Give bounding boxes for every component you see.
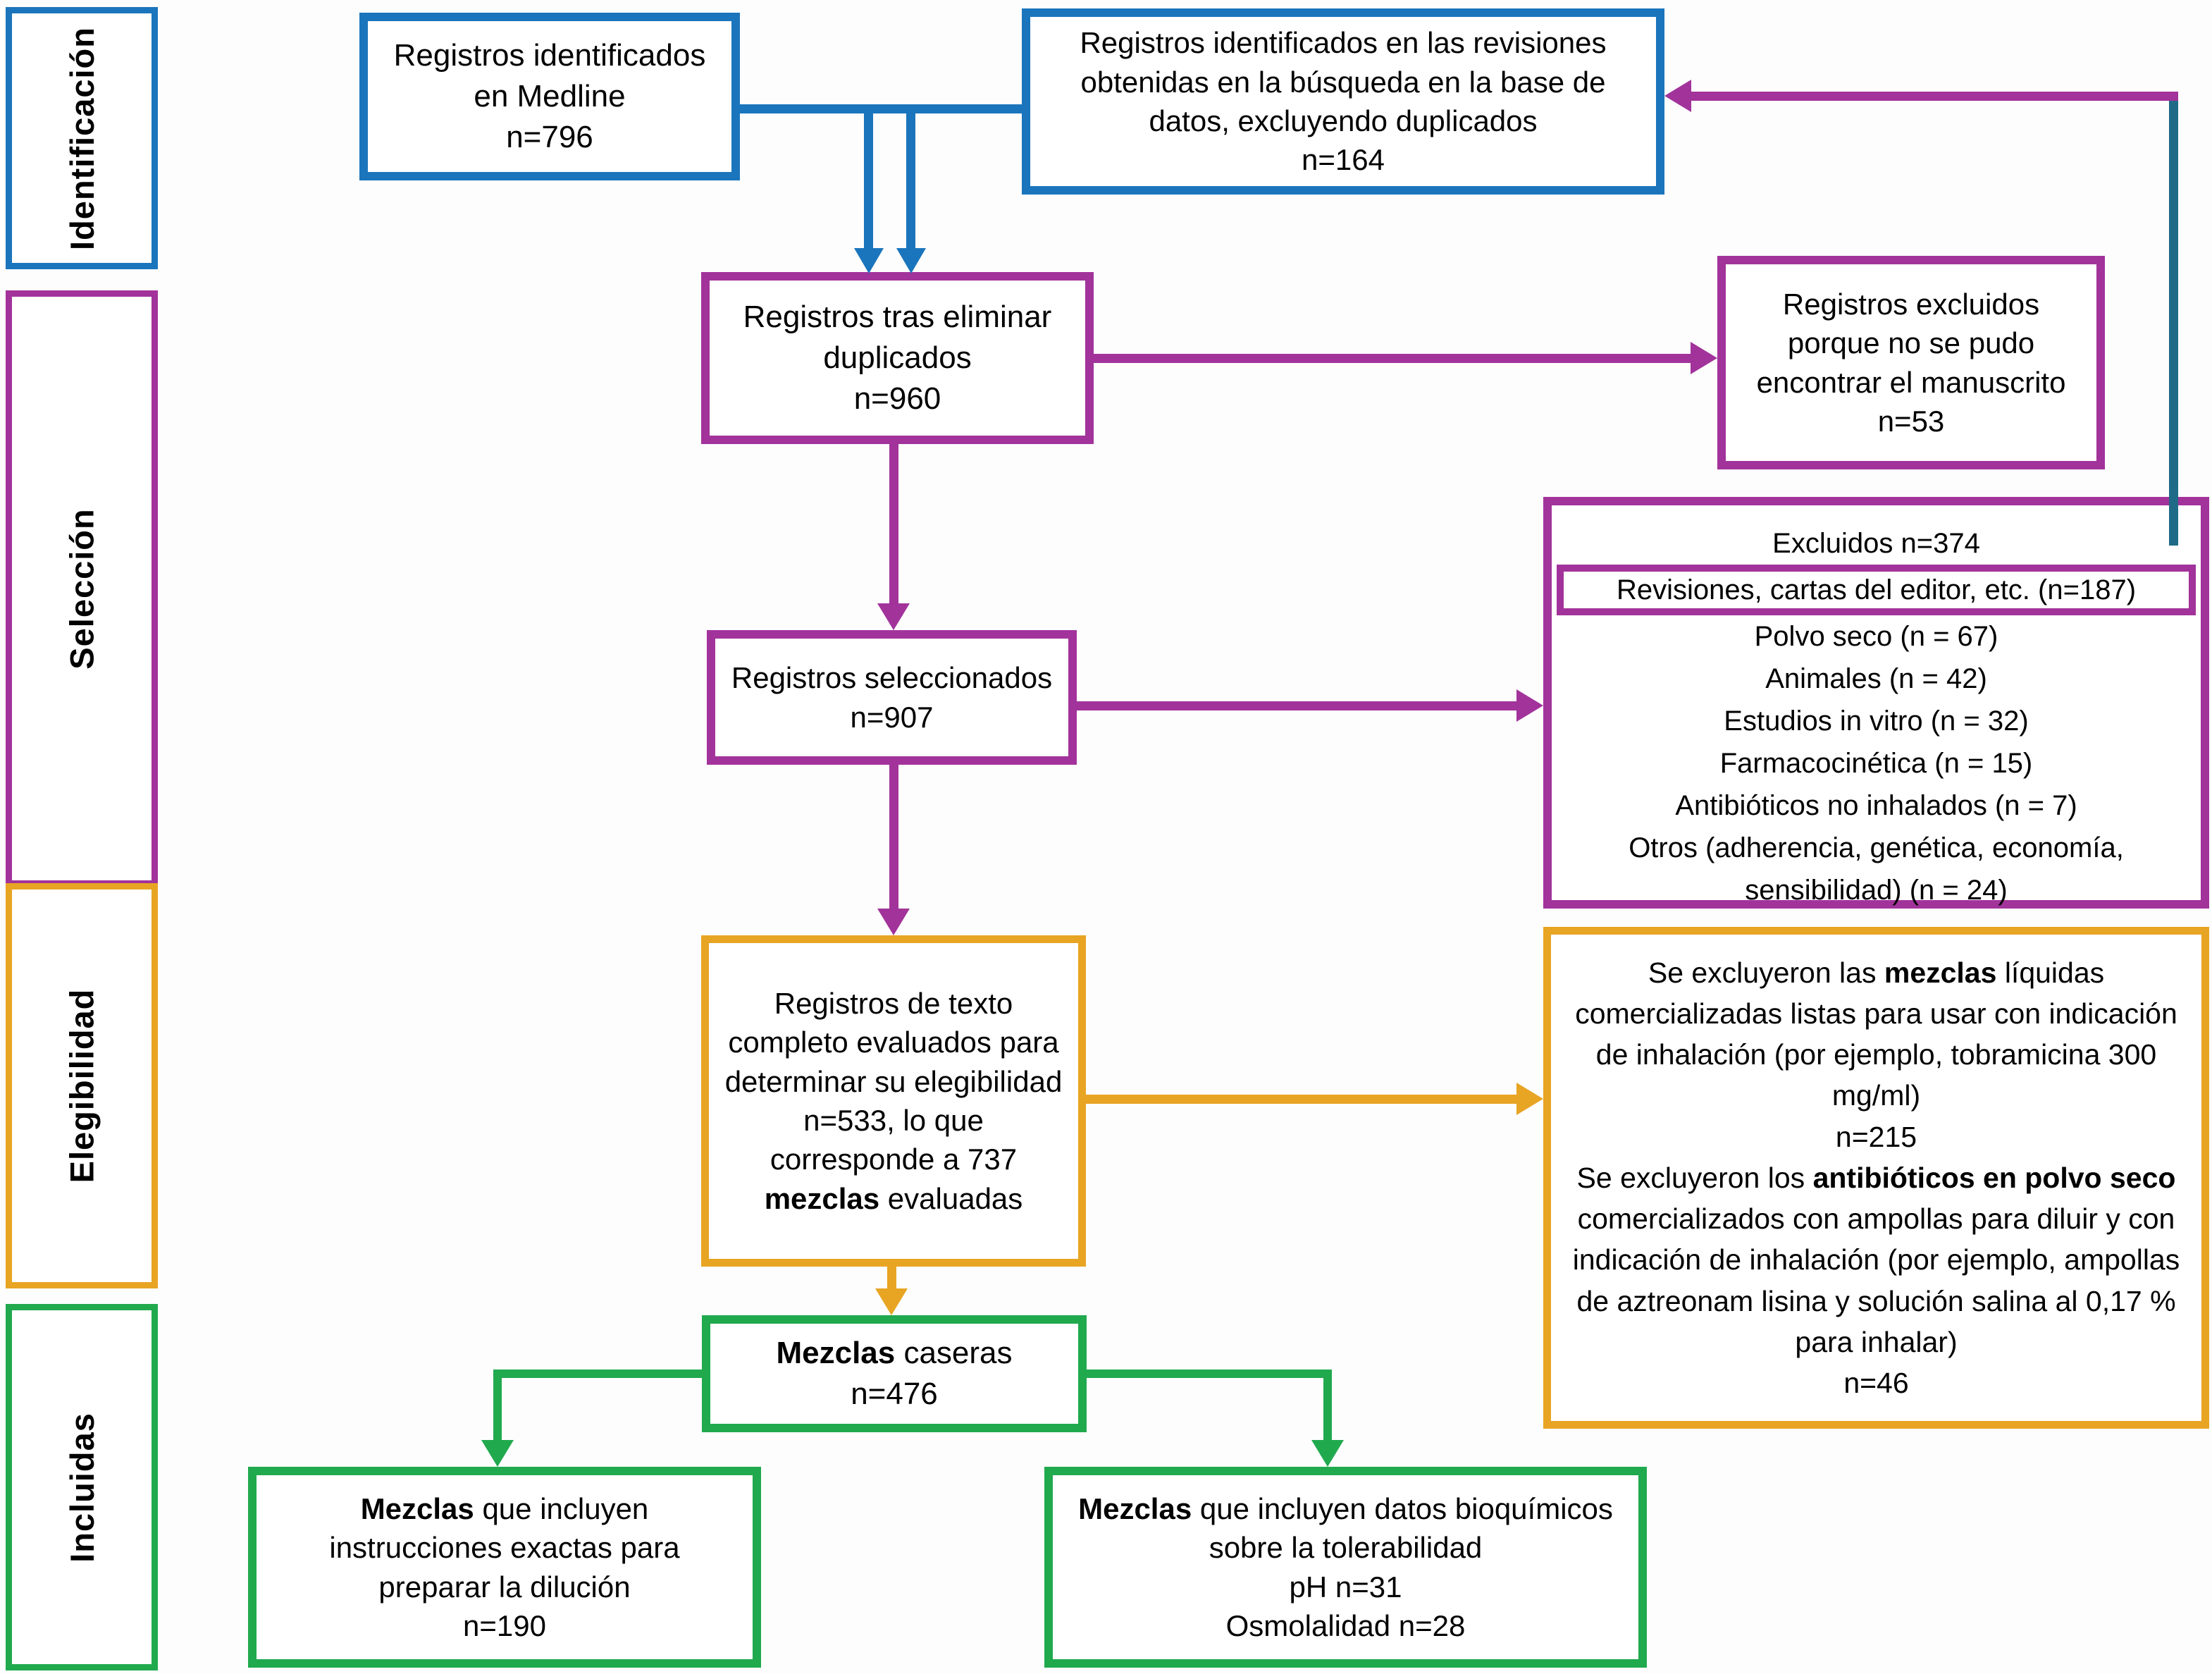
arrow-down-texto bbox=[877, 909, 910, 935]
connector-duplicados-to-seleccionados bbox=[889, 444, 898, 608]
connector-blue-vertical-2 bbox=[906, 104, 915, 250]
phase-elegibilidad-label: Elegibilidad bbox=[63, 988, 101, 1183]
excluidos-item: Estudios in vitro (n = 32) bbox=[1724, 706, 2029, 737]
arrow-down-blue-1 bbox=[854, 248, 884, 273]
box-registros-medline: Registros identificados en Medline n=796 bbox=[359, 13, 740, 180]
excluidos-item: Animales (n = 42) bbox=[1765, 663, 1987, 694]
excluidos-header: Excluidos n=374 bbox=[1772, 528, 1980, 559]
connector-seleccionados-to-texto bbox=[889, 765, 898, 913]
box-excluidos-manuscrito-n: n=53 bbox=[1877, 404, 1945, 438]
box-mezclas-bioquimicos-osmolalidad: Osmolalidad n=28 bbox=[1225, 1608, 1466, 1642]
excluidos-item: Otros (adherencia, genética, economía, s… bbox=[1629, 832, 2124, 906]
connector-feedback-horizontal bbox=[1691, 92, 2178, 101]
box-texto-completo-text: Registros de texto completo evaluados pa… bbox=[724, 986, 1063, 1215]
exclusion-polvo-seco-text: Se excluyeron los antibióticos en polvo … bbox=[1572, 1161, 2180, 1358]
arrow-down-seleccionados bbox=[877, 603, 910, 630]
phase-identificacion: Identificación bbox=[6, 7, 158, 269]
connector-caseras-left-vertical bbox=[493, 1370, 502, 1443]
excluidos-item: Polvo seco (n = 67) bbox=[1754, 621, 1998, 652]
box-tras-eliminar-duplicados: Registros tras eliminar duplicados n=960 bbox=[701, 272, 1094, 444]
excluidos-item: Farmacocinética (n = 15) bbox=[1719, 748, 2033, 779]
box-registros-revisiones-n: n=164 bbox=[1302, 143, 1385, 177]
box-texto-completo: Registros de texto completo evaluados pa… bbox=[701, 935, 1086, 1267]
phase-seleccion-label: Selección bbox=[63, 507, 101, 670]
box-mezclas-bioquimicos-ph: pH n=31 bbox=[1289, 1570, 1402, 1604]
connector-blue-horizontal bbox=[740, 104, 1022, 113]
box-excluidos-manuscrito: Registros excluidos porque no se pudo en… bbox=[1717, 256, 2105, 469]
box-mezclas-caseras: Mezclas caseras n=476 bbox=[702, 1315, 1087, 1432]
connector-seleccionados-to-excluidos bbox=[1077, 701, 1519, 710]
arrow-right-exclusion bbox=[1516, 1083, 1543, 1115]
box-mezclas-bioquimicos: Mezclas que incluyen datos bioquímicos s… bbox=[1044, 1467, 1647, 1668]
box-registros-seleccionados-n: n=907 bbox=[850, 700, 934, 734]
exclusion-liquidas-n: n=215 bbox=[1835, 1120, 1917, 1153]
box-exclusion-mezclas: Se excluyeron las mezclas líquidas comer… bbox=[1543, 927, 2209, 1429]
phase-seleccion: Selección bbox=[6, 290, 158, 887]
phase-incluidas-label: Incluidas bbox=[63, 1412, 101, 1563]
box-tras-eliminar-duplicados-text: Registros tras eliminar duplicados bbox=[743, 299, 1052, 375]
arrow-down-bioquimicos bbox=[1311, 1440, 1344, 1467]
exclusion-polvo-seco-n: n=46 bbox=[1843, 1366, 1909, 1399]
phase-identificacion-label: Identificación bbox=[63, 26, 101, 250]
box-mezclas-caseras-n: n=476 bbox=[851, 1377, 938, 1411]
box-registros-seleccionados-text: Registros seleccionados bbox=[731, 661, 1053, 695]
box-mezclas-instrucciones: Mezclas que incluyen instrucciones exact… bbox=[248, 1467, 761, 1668]
phase-elegibilidad: Elegibilidad bbox=[6, 883, 158, 1288]
connector-duplicados-to-manuscrito bbox=[1094, 354, 1693, 363]
box-registros-medline-text: Registros identificados en Medline bbox=[393, 37, 706, 113]
connector-caseras-left-horizontal bbox=[493, 1370, 702, 1378]
connector-feedback-vertical bbox=[2169, 96, 2178, 546]
box-tras-eliminar-duplicados-n: n=960 bbox=[853, 381, 941, 417]
box-excluidos-manuscrito-text: Registros excluidos porque no se pudo en… bbox=[1756, 287, 2066, 399]
box-mezclas-instrucciones-text: Mezclas que incluyen instrucciones exact… bbox=[329, 1491, 680, 1604]
connector-caseras-right-vertical bbox=[1323, 1370, 1332, 1443]
box-registros-medline-n: n=796 bbox=[506, 120, 593, 155]
connector-caseras-right-horizontal bbox=[1087, 1370, 1332, 1378]
arrow-right-manuscrito bbox=[1691, 342, 1717, 374]
box-excluidos-lista: Excluidos n=374 Revisiones, cartas del e… bbox=[1543, 497, 2209, 909]
exclusion-liquidas-text: Se excluyeron las mezclas líquidas comer… bbox=[1575, 956, 2177, 1112]
connector-blue-vertical-1 bbox=[864, 104, 873, 250]
box-registros-seleccionados: Registros seleccionados n=907 bbox=[707, 630, 1077, 765]
box-registros-revisiones-text: Registros identificados en las revisione… bbox=[1080, 26, 1607, 137]
arrow-down-instrucciones bbox=[481, 1440, 514, 1467]
arrow-right-excluidos bbox=[1516, 689, 1543, 722]
box-mezclas-instrucciones-n: n=190 bbox=[463, 1608, 546, 1642]
excluidos-item: Antibióticos no inhalados (n = 7) bbox=[1675, 790, 2077, 821]
box-revisiones-cartas-text: Revisiones, cartas del editor, etc. (n=1… bbox=[1616, 574, 2137, 605]
arrow-down-caseras bbox=[875, 1288, 908, 1315]
box-revisiones-cartas: Revisiones, cartas del editor, etc. (n=1… bbox=[1557, 565, 2196, 615]
arrow-left-revisiones bbox=[1664, 80, 1691, 112]
connector-texto-to-exclusion bbox=[1086, 1095, 1519, 1104]
phase-incluidas: Incluidas bbox=[6, 1304, 158, 1670]
arrow-down-blue-2 bbox=[896, 248, 926, 273]
box-registros-revisiones: Registros identificados en las revisione… bbox=[1022, 8, 1664, 195]
box-mezclas-caseras-text: Mezclas caseras bbox=[776, 1335, 1013, 1370]
connector-texto-to-caseras bbox=[887, 1267, 896, 1291]
box-mezclas-bioquimicos-text: Mezclas que incluyen datos bioquímicos s… bbox=[1078, 1491, 1613, 1565]
